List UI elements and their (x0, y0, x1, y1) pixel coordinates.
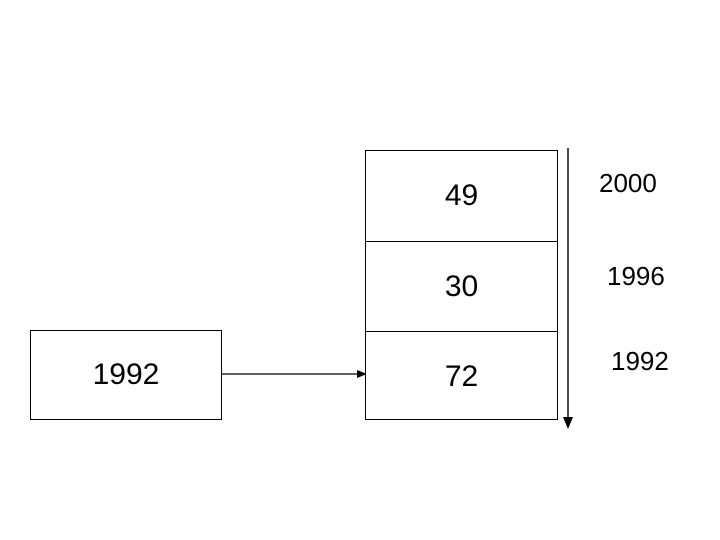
timeline-label-2000: 2000 (599, 168, 657, 198)
source-box-label: 1992 (92, 358, 160, 391)
stack-cell-value: 30 (444, 269, 479, 303)
arrow-right-icon (222, 370, 367, 378)
stack-cell-value: 72 (444, 359, 479, 393)
value-stack: 49 30 72 (365, 150, 558, 420)
source-box[interactable]: 1992 (30, 330, 222, 420)
arrow-down-icon (563, 148, 573, 429)
connector-arrow (222, 362, 367, 386)
timeline-label-1996: 1996 (607, 261, 665, 291)
timeline-axis (556, 146, 582, 432)
stack-cell-top[interactable]: 49 (366, 151, 557, 241)
stack-cell-value: 49 (444, 179, 479, 212)
timeline-label-1992: 1992 (611, 346, 669, 376)
stack-cell-bottom[interactable]: 72 (366, 331, 557, 421)
stack-cell-middle[interactable]: 30 (366, 241, 557, 331)
